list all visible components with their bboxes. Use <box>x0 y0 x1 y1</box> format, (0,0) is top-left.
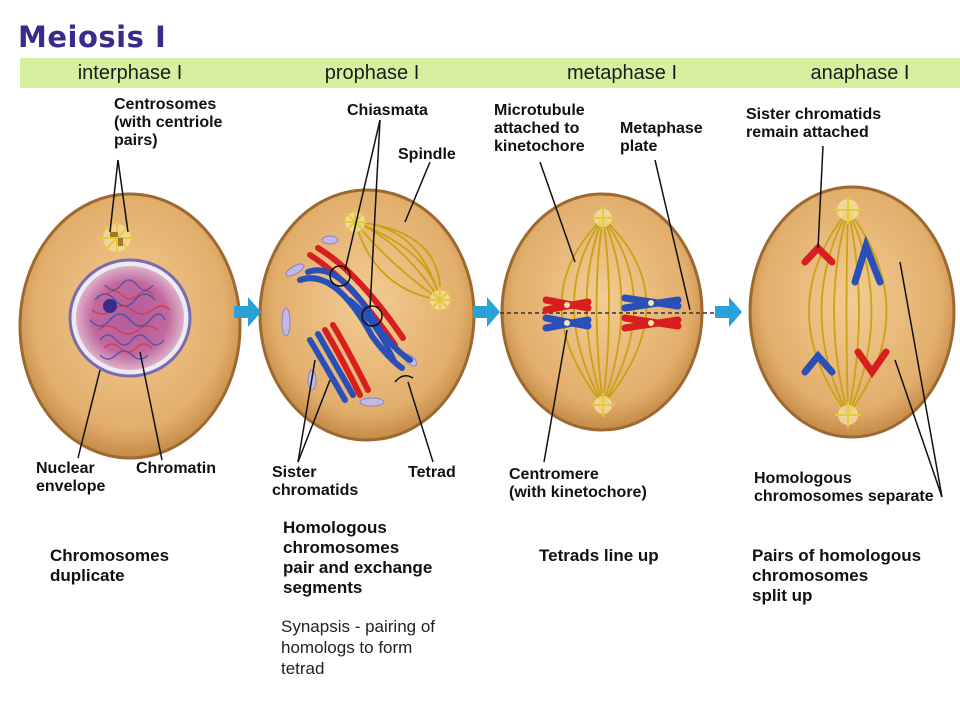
label-chiasmata: Chiasmata <box>347 102 428 119</box>
phase-label-metaphase: metaphase I <box>566 62 678 84</box>
label-microtubule: Microtubule attached to kinetochore <box>494 102 585 155</box>
caption-prophase: Homologous chromosomes pair and exchange… <box>283 518 433 597</box>
label-metaphase-plate: Metaphase plate <box>620 120 703 155</box>
label-sister-attached: Sister chromatids remain attached <box>746 106 882 141</box>
centrosome-icon <box>100 222 134 254</box>
centrosome-icon <box>834 196 862 428</box>
page-title: Meiosis I <box>18 20 167 54</box>
label-homologous-separate: Homologous chromosomes separate <box>754 470 934 505</box>
label-chromatin: Chromatin <box>136 460 216 477</box>
synapsis-note: Synapsis - pairing of homologs to form t… <box>281 617 436 678</box>
cell-anaphase <box>748 185 956 439</box>
arrow-icon <box>234 297 742 327</box>
phase-label-interphase: interphase I <box>77 62 183 84</box>
cell-interphase <box>18 192 242 460</box>
cell-prophase <box>258 188 476 442</box>
phase-label-prophase: prophase I <box>324 62 420 84</box>
label-tetrad: Tetrad <box>408 464 456 481</box>
centrosome-icon <box>591 206 615 417</box>
caption-metaphase: Tetrads line up <box>539 546 659 565</box>
phase-label-anaphase: anaphase I <box>810 62 910 84</box>
phase-banner <box>20 58 960 88</box>
cell-metaphase <box>500 192 720 432</box>
label-centrosomes: Centrosomes (with centriole pairs) <box>114 96 223 149</box>
label-nuclear-envelope: Nuclear envelope <box>36 460 106 495</box>
caption-interphase: Chromosomes duplicate <box>50 546 170 585</box>
label-centromere: Centromere (with kinetochore) <box>509 466 647 501</box>
label-spindle: Spindle <box>398 146 456 163</box>
centrosome-icon <box>342 209 453 313</box>
label-sister-chromatids: Sister chromatids <box>272 464 359 499</box>
caption-anaphase: Pairs of homologous chromosomes split up <box>752 546 922 605</box>
